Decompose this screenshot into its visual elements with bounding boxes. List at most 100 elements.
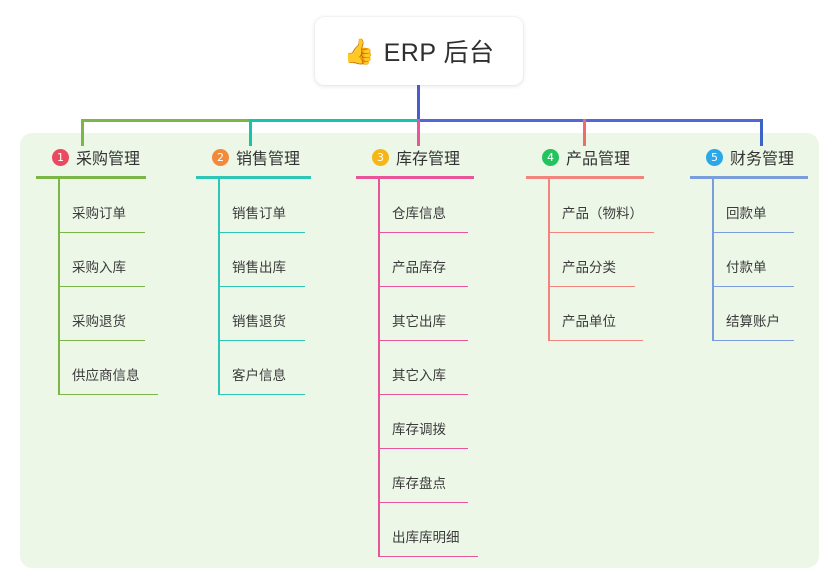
list-item-rule	[378, 339, 468, 341]
list-item-rule	[378, 447, 468, 449]
list-item-label: 产品分类	[562, 260, 616, 275]
list-item-rule	[548, 231, 654, 233]
root-node-title: ERP 后台	[383, 39, 495, 67]
list-item[interactable]: 产品单位	[526, 287, 686, 341]
diagram-background-panel	[20, 133, 819, 568]
list-item[interactable]: 库存盘点	[356, 449, 506, 503]
list-item[interactable]: 销售退货	[196, 287, 346, 341]
list-item[interactable]: 销售出库	[196, 233, 346, 287]
list-item-label: 销售订单	[232, 206, 286, 221]
list-item-rule	[378, 393, 468, 395]
list-item-label: 付款单	[726, 260, 767, 275]
column-items-2: 销售订单销售出库销售退货客户信息	[196, 179, 346, 395]
list-item[interactable]: 产品库存	[356, 233, 506, 287]
column-header-rule-3	[356, 176, 474, 179]
list-item-label: 库存盘点	[392, 476, 446, 491]
list-item[interactable]: 回款单	[690, 179, 839, 233]
column-header-2[interactable]: 2 销售管理	[196, 146, 346, 168]
list-item[interactable]: 其它入库	[356, 341, 506, 395]
list-item[interactable]: 采购订单	[36, 179, 186, 233]
list-item[interactable]: 其它出库	[356, 287, 506, 341]
list-item[interactable]: 客户信息	[196, 341, 346, 395]
list-item-rule	[58, 231, 145, 233]
list-item[interactable]: 产品（物料）	[526, 179, 686, 233]
column-2: 2 销售管理销售订单销售出库销售退货客户信息	[196, 146, 346, 395]
column-badge-4: 4	[542, 148, 559, 166]
list-item-label: 结算账户	[726, 314, 780, 329]
column-header-rule-5	[690, 176, 808, 179]
connector-drop-column-3	[417, 119, 420, 146]
list-item[interactable]: 采购退货	[36, 287, 186, 341]
list-item-rule	[218, 285, 305, 287]
column-items-3: 仓库信息产品库存其它出库其它入库库存调拨库存盘点出库库明细	[356, 179, 506, 557]
column-title-5: 财务管理	[730, 151, 795, 168]
connector-drop-column-2	[249, 119, 252, 146]
column-title-3: 库存管理	[396, 151, 461, 168]
list-item-label: 销售退货	[232, 314, 286, 329]
column-header-rule-1	[36, 176, 146, 179]
list-item-rule	[548, 339, 643, 341]
list-item[interactable]: 库存调拨	[356, 395, 506, 449]
list-item-rule	[548, 285, 635, 287]
column-trunk-1	[58, 179, 60, 395]
list-item-label: 回款单	[726, 206, 767, 221]
list-item[interactable]: 销售订单	[196, 179, 346, 233]
list-item-label: 客户信息	[232, 368, 286, 383]
connector-drop-column-5	[760, 119, 763, 146]
column-title-2: 销售管理	[236, 151, 301, 168]
connector-bus-mid	[249, 119, 419, 122]
list-item-label: 出库库明细	[392, 530, 460, 545]
list-item-rule	[378, 231, 468, 233]
list-item-label: 采购入库	[72, 260, 126, 275]
connector-drop-column-1	[81, 119, 84, 146]
list-item-label: 采购退货	[72, 314, 126, 329]
root-node-erp-backend[interactable]: 👍 ERP 后台	[315, 17, 523, 85]
list-item[interactable]: 仓库信息	[356, 179, 506, 233]
column-3: 3 库存管理仓库信息产品库存其它出库其它入库库存调拨库存盘点出库库明细	[356, 146, 506, 557]
list-item-rule	[712, 339, 794, 341]
list-item-rule	[378, 555, 478, 557]
list-item-rule	[218, 393, 305, 395]
list-item-rule	[378, 285, 468, 287]
column-badge-5: 5	[706, 148, 723, 166]
column-header-3[interactable]: 3 库存管理	[356, 146, 506, 168]
list-item-label: 产品单位	[562, 314, 616, 329]
list-item-rule	[712, 231, 794, 233]
column-items-1: 采购订单采购入库采购退货供应商信息	[36, 179, 186, 395]
thumbs-up-icon: 👍	[343, 37, 375, 66]
column-trunk-4	[548, 179, 550, 341]
list-item-label: 库存调拨	[392, 422, 446, 437]
list-item[interactable]: 供应商信息	[36, 341, 186, 395]
column-trunk-5	[712, 179, 714, 341]
column-trunk-3	[378, 179, 380, 557]
column-header-rule-2	[196, 176, 311, 179]
list-item-label: 销售出库	[232, 260, 286, 275]
list-item-label: 采购订单	[72, 206, 126, 221]
list-item[interactable]: 付款单	[690, 233, 839, 287]
list-item-label: 供应商信息	[72, 368, 140, 383]
column-items-5: 回款单付款单结算账户	[690, 179, 839, 341]
list-item-rule	[58, 285, 145, 287]
list-item-rule	[58, 393, 158, 395]
connector-bus-left	[81, 119, 251, 122]
list-item-rule	[712, 285, 794, 287]
list-item-label: 其它入库	[392, 368, 446, 383]
column-header-5[interactable]: 5 财务管理	[690, 146, 839, 168]
column-5: 5 财务管理回款单付款单结算账户	[690, 146, 839, 341]
column-items-4: 产品（物料） 产品分类产品单位	[526, 179, 686, 341]
column-badge-2: 2	[212, 148, 229, 166]
list-item-label: 产品库存	[392, 260, 446, 275]
list-item[interactable]: 采购入库	[36, 233, 186, 287]
connector-bus-right	[417, 119, 763, 122]
connector-drop-column-4	[583, 119, 586, 146]
column-title-1: 采购管理	[76, 151, 141, 168]
list-item[interactable]: 产品分类	[526, 233, 686, 287]
list-item-rule	[218, 339, 305, 341]
list-item[interactable]: 出库库明细	[356, 503, 506, 557]
column-badge-3: 3	[372, 148, 389, 166]
list-item[interactable]: 结算账户	[690, 287, 839, 341]
